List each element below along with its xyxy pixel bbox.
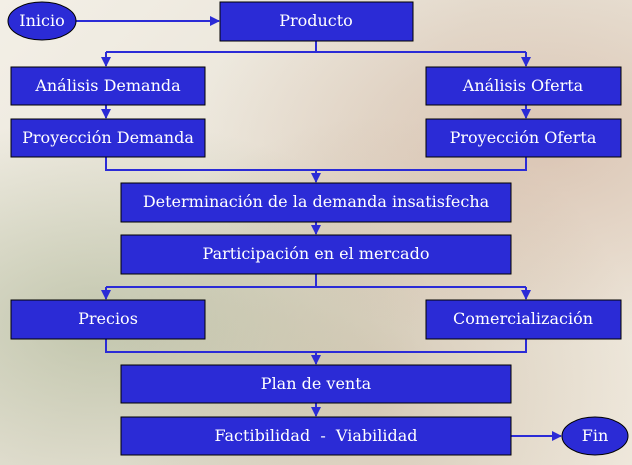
edge-participacion-split — [106, 274, 526, 288]
node-factibilidad-label: Factibilidad - Viabilidad — [215, 426, 418, 445]
node-participacion-mercado-label: Participación en el mercado — [203, 244, 430, 263]
node-demanda-insatisfecha-label: Determinación de la demanda insatisfecha — [143, 192, 490, 211]
node-fin-label: Fin — [582, 426, 609, 445]
node-inicio-label: Inicio — [19, 11, 64, 30]
node-producto: Producto — [219, 1, 414, 42]
node-participacion-mercado: Participación en el mercado — [120, 234, 512, 275]
node-producto-label: Producto — [279, 11, 353, 30]
edges — [76, 16, 562, 441]
node-proyeccion-oferta-label: Proyección Oferta — [450, 128, 597, 147]
node-factibilidad: Factibilidad - Viabilidad — [120, 416, 512, 456]
node-proyeccion-demanda: Proyección Demanda — [10, 118, 206, 158]
node-demanda-insatisfecha: Determinación de la demanda insatisfecha — [120, 182, 512, 223]
node-precios-label: Precios — [78, 309, 138, 328]
node-analisis-demanda-label: Análisis Demanda — [34, 76, 181, 95]
edge-precios-comercializacion-merge — [105, 339, 527, 353]
node-analisis-oferta: Análisis Oferta — [425, 66, 622, 106]
node-proyeccion-oferta: Proyección Oferta — [425, 118, 622, 158]
node-analisis-oferta-label: Análisis Oferta — [462, 76, 584, 95]
edge-producto-analisis — [106, 41, 526, 53]
node-comercializacion-label: Comercialización — [453, 309, 593, 328]
node-plan-venta: Plan de venta — [120, 364, 512, 404]
node-precios: Precios — [10, 299, 206, 340]
node-comercializacion: Comercialización — [425, 299, 622, 340]
node-analisis-demanda: Análisis Demanda — [10, 66, 206, 106]
node-proyeccion-demanda-label: Proyección Demanda — [22, 128, 194, 147]
node-plan-venta-label: Plan de venta — [261, 374, 372, 393]
node-fin: Fin — [561, 416, 629, 456]
node-inicio: Inicio — [7, 1, 77, 41]
edge-proyecciones-merge — [105, 157, 527, 171]
